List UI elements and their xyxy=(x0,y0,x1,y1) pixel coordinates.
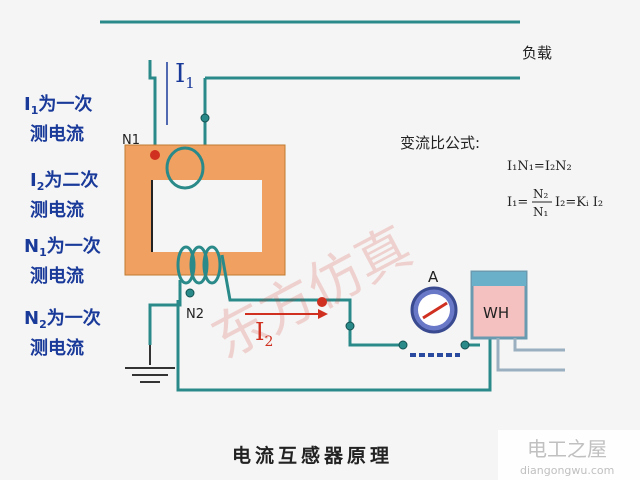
n1-label: N1 xyxy=(122,133,140,148)
ammeter-label: A xyxy=(428,268,439,286)
formula-line1: I₁N₁=I₂N₂ xyxy=(507,159,572,174)
core-window xyxy=(152,180,262,252)
n2-marker xyxy=(317,297,327,307)
formula-lhs: I₁= xyxy=(507,195,528,210)
secondary-lead-ground xyxy=(148,280,182,345)
formula-rhs: I₂=Kᵢ I₂ xyxy=(555,195,603,210)
formula-frac-den: N₁ xyxy=(533,205,548,219)
ammeter-needle xyxy=(422,301,448,320)
primary-current-label: I1 xyxy=(175,59,195,92)
legend-line-7: N2为一次 xyxy=(24,307,101,331)
meter-output-wire xyxy=(513,338,565,352)
legend-line-1: I1为一次 xyxy=(24,93,92,117)
load-label: 负载 xyxy=(522,44,552,62)
legend-line-3: I2为二次 xyxy=(30,169,98,193)
primary-conductor-in xyxy=(148,60,157,190)
legend: I1为一次 测电流 I2为二次 测电流 N1为一次 测电流 N2为一次 测电流 xyxy=(24,93,101,359)
secondary-lead-out xyxy=(220,254,400,347)
secondary-current-label: I2 xyxy=(255,318,273,350)
watermark-box xyxy=(498,430,640,480)
meter-label: WH xyxy=(483,304,509,322)
watermark-brand: 电工之屋 xyxy=(527,437,607,461)
ground-symbol xyxy=(125,345,175,383)
n2-label: N2 xyxy=(186,307,204,322)
watermark-url: diangongwu.com xyxy=(520,464,614,477)
secondary-coil xyxy=(176,245,222,285)
formula-heading: 变流比公式: xyxy=(400,134,480,152)
primary-coil xyxy=(165,146,205,190)
n1-marker xyxy=(150,150,160,160)
legend-line-2: 测电流 xyxy=(30,123,84,145)
diagram-title: 电流互感器原理 xyxy=(232,444,393,467)
legend-line-8: 测电流 xyxy=(30,337,84,359)
wh-meter-top xyxy=(472,272,526,286)
secondary-return xyxy=(176,300,492,392)
meter-output-wire-2 xyxy=(496,338,565,372)
secondary-arrow-head xyxy=(318,309,328,319)
formula-frac-num: N₂ xyxy=(533,187,549,201)
legend-line-4: 测电流 xyxy=(30,199,84,221)
legend-line-6: 测电流 xyxy=(30,265,84,287)
legend-line-5: N1为一次 xyxy=(24,235,101,259)
